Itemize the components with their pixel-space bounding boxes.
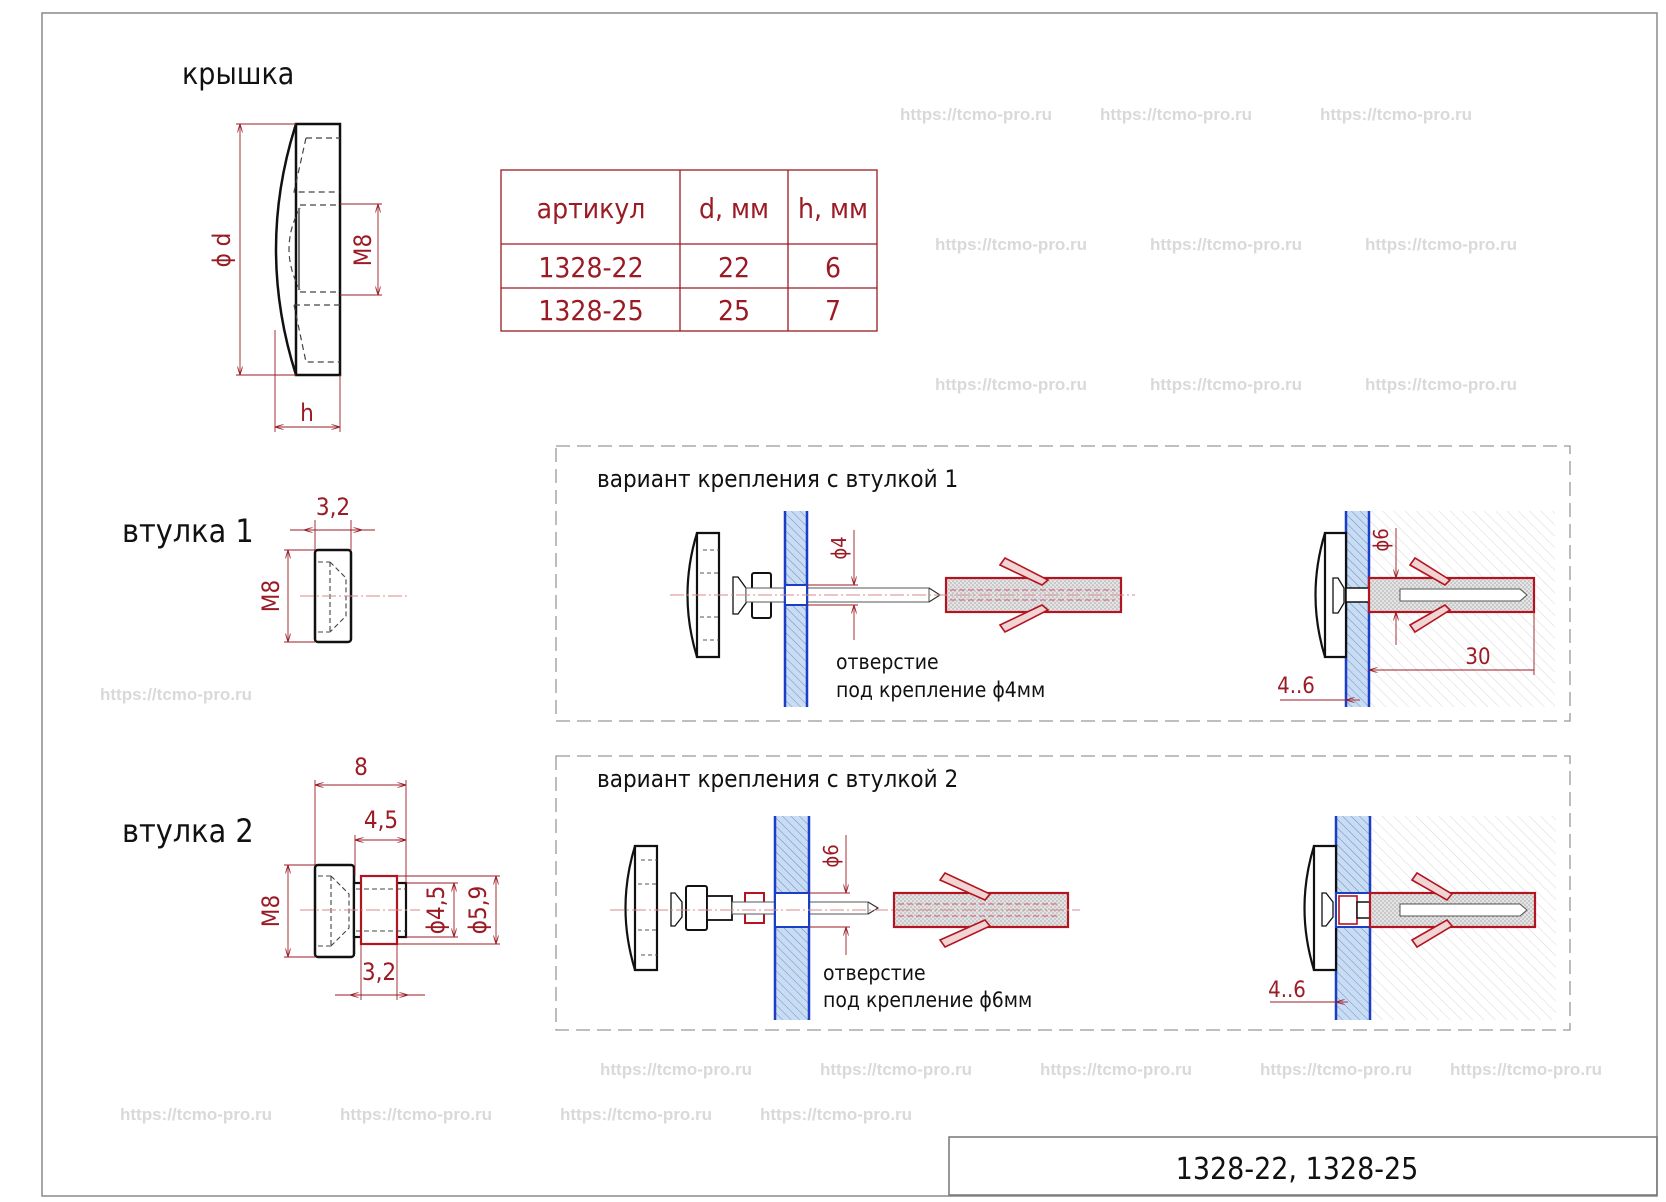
watermark-text: https://tcmo-pro.ru	[935, 375, 1087, 394]
cap-title: крышка	[182, 57, 294, 92]
variant2-note-line1: отверстие	[823, 961, 926, 985]
table-cell: 1328-25	[538, 294, 643, 327]
cap-drawing: крышка ϕ d M8 h	[182, 57, 382, 432]
table-cell: 25	[718, 294, 750, 327]
watermark-text: https://tcmo-pro.ru	[1365, 235, 1517, 254]
bushing1-dim-thread: M8	[257, 580, 285, 612]
spec-table	[500, 169, 878, 332]
watermark-layer: https://tcmo-pro.ru https://tcmo-pro.ru ht…	[100, 105, 1602, 1124]
bushing1-title: втулка 1	[122, 512, 254, 550]
cap-dim-diameter: ϕ d	[208, 233, 236, 268]
bushing2-dim-outer: ϕ5,9	[464, 886, 492, 935]
table-header-h: h, мм	[798, 192, 868, 225]
variant1-dim-hole: ϕ4	[827, 536, 851, 559]
variant1-dim-depth: 30	[1465, 645, 1490, 670]
variant2-note-line2: под крепление ϕ6мм	[823, 988, 1032, 1012]
bushing2-dim-collar: 3,2	[362, 958, 396, 986]
bushing1-drawing: втулка 1 3,2 M8	[122, 493, 410, 644]
watermark-text: https://tcmo-pro.ru	[1320, 105, 1472, 124]
variant2-dim-glass: 4..6	[1268, 978, 1306, 1003]
variant1-panel: вариант крепления с втулкой 1 ϕ4 отв	[555, 445, 1571, 722]
watermark-text: https://tcmo-pro.ru	[600, 1060, 752, 1079]
table-cell: 22	[718, 251, 750, 284]
watermark-text: https://tcmo-pro.ru	[820, 1060, 972, 1079]
watermark-text: https://tcmo-pro.ru	[100, 685, 252, 704]
variant1-title: вариант крепления с втулкой 1	[597, 465, 958, 493]
bushing2-dim-inner: ϕ4,5	[422, 886, 450, 935]
watermark-text: https://tcmo-pro.ru	[560, 1105, 712, 1124]
watermark-text: https://tcmo-pro.ru	[1365, 375, 1517, 394]
variant2-panel: вариант крепления с втулкой 2	[555, 755, 1571, 1031]
bushing1-dim-width: 3,2	[316, 493, 350, 521]
bushing2-dim-total: 8	[354, 753, 368, 781]
watermark-text: https://tcmo-pro.ru	[120, 1105, 272, 1124]
watermark-text: https://tcmo-pro.ru	[1150, 235, 1302, 254]
watermark-text: https://tcmo-pro.ru	[1150, 375, 1302, 394]
table-cell: 7	[825, 294, 841, 327]
bushing2-title: втулка 2	[122, 812, 254, 850]
title-block: 1328-22, 1328-25	[948, 1136, 1658, 1196]
table-cell: 1328-22	[538, 251, 643, 284]
watermark-text: https://tcmo-pro.ru	[1100, 105, 1252, 124]
bushing2-drawing: втулка 2	[122, 753, 500, 1000]
variant1-note-line1: отверстие	[836, 650, 939, 674]
watermark-text: https://tcmo-pro.ru	[760, 1105, 912, 1124]
cap-dim-height: h	[300, 399, 314, 427]
variant2-title: вариант крепления с втулкой 2	[597, 765, 958, 793]
variant1-dim-glass: 4..6	[1277, 674, 1315, 699]
watermark-text: https://tcmo-pro.ru	[900, 105, 1052, 124]
bushing2-dim-thread: M8	[257, 895, 285, 927]
drawing-designation: 1328-22, 1328-25	[1176, 1152, 1419, 1187]
table-cell: 6	[825, 251, 841, 284]
watermark-text: https://tcmo-pro.ru	[1450, 1060, 1602, 1079]
table-header-d: d, мм	[699, 192, 769, 225]
watermark-text: https://tcmo-pro.ru	[1260, 1060, 1412, 1079]
watermark-text: https://tcmo-pro.ru	[1040, 1060, 1192, 1079]
variant2-dim-hole: ϕ6	[819, 844, 843, 867]
watermark-text: https://tcmo-pro.ru	[935, 235, 1087, 254]
sheet-frame	[41, 12, 1658, 1197]
cap-dim-thread: M8	[349, 234, 377, 266]
watermark-text: https://tcmo-pro.ru	[340, 1105, 492, 1124]
bushing2-dim-shank: 4,5	[364, 806, 398, 834]
variant1-note-line2: под крепление ϕ4мм	[836, 678, 1045, 702]
variant1-dim-dowel-hole: ϕ6	[1369, 528, 1393, 551]
table-header-article: артикул	[537, 192, 646, 225]
